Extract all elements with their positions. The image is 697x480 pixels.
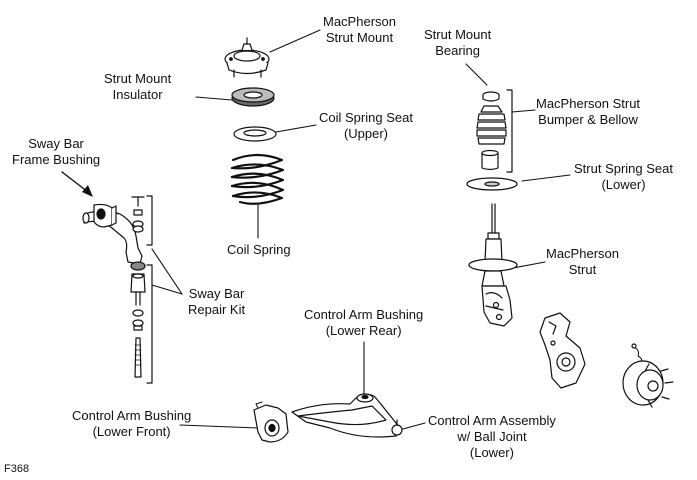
figure-code: F368 xyxy=(4,463,30,475)
label-sway-bar-frame-bushing: Sway Bar Frame Bushing xyxy=(12,136,100,168)
label-arm-assembly-line3: (Lower) xyxy=(469,445,514,460)
coil-spring-part xyxy=(230,153,285,205)
label-bushing-rear-line1: Control Arm Bushing xyxy=(304,307,424,322)
label-macpherson-strut: MacPherson Strut xyxy=(546,246,619,278)
control-arm-bushing-front-part xyxy=(253,401,289,443)
label-bushing-front-line1: Control Arm Bushing xyxy=(72,408,192,423)
label-repair-kit-line1: Sway Bar xyxy=(188,286,245,301)
label-frame-bushing-line2: Frame Bushing xyxy=(12,152,101,167)
label-strut-mount-bearing: Strut Mount Bearing xyxy=(424,27,491,59)
label-bearing-line2: Bearing xyxy=(435,43,480,58)
label-bumper-bellow: MacPherson Strut Bumper & Bellow xyxy=(536,96,640,128)
label-sway-bar-repair-kit: Sway Bar Repair Kit xyxy=(188,286,245,318)
label-seat-upper-line1: Coil Spring Seat xyxy=(319,110,413,125)
strut-spring-seat-lower-part xyxy=(466,177,518,191)
label-strut-spring-seat-lower: Strut Spring Seat (Lower) xyxy=(574,161,673,193)
label-bushing-rear-line2: (Lower Rear) xyxy=(325,323,402,338)
bumper-bellow-part xyxy=(476,105,507,171)
label-strut-mount-line2: Strut Mount xyxy=(325,30,394,45)
frame-bushing-arrow xyxy=(61,171,93,197)
label-coil-spring-line1: Coil Spring xyxy=(227,242,291,257)
leader-lines xyxy=(151,29,571,430)
sway-bar-repair-kit-parts xyxy=(130,196,146,378)
label-seat-upper-line2: (Upper) xyxy=(343,126,389,141)
label-frame-bushing-line1: Sway Bar xyxy=(28,136,84,151)
label-bumper-line1: MacPherson Strut xyxy=(536,96,641,111)
label-strut-mount-insulator: Strut Mount Insulator xyxy=(104,71,171,103)
strut-mount-bearing-part xyxy=(482,91,500,102)
bracket-sway-kit xyxy=(146,195,153,384)
label-strut-line1: MacPherson xyxy=(546,246,619,261)
bracket-strut-bumper xyxy=(506,89,513,173)
label-insulator-line2: Insulator xyxy=(112,87,163,102)
label-bearing-line1: Strut Mount xyxy=(424,27,492,42)
control-arm-part xyxy=(291,393,403,438)
label-strut-line2: Strut xyxy=(568,262,597,277)
label-repair-kit-line2: Repair Kit xyxy=(188,302,246,317)
label-coil-spring: Coil Spring xyxy=(227,242,291,258)
label-arm-assembly-line1: Control Arm Assembly xyxy=(428,413,556,428)
label-bushing-front-line2: (Lower Front) xyxy=(92,424,171,439)
label-coil-spring-seat-upper: Coil Spring Seat (Upper) xyxy=(319,110,413,142)
label-control-arm-assembly: Control Arm Assembly w/ Ball Joint (Lowe… xyxy=(428,413,556,461)
label-arm-assembly-line2: w/ Ball Joint xyxy=(457,429,527,444)
strut-mount-insulator-part xyxy=(231,87,275,107)
hub-assembly-part xyxy=(622,343,674,408)
label-control-arm-bushing-lower-front: Control Arm Bushing (Lower Front) xyxy=(72,408,191,440)
label-insulator-line1: Strut Mount xyxy=(104,71,172,86)
label-seat-lower-line1: Strut Spring Seat xyxy=(574,161,673,176)
label-strut-mount: MacPherson Strut Mount xyxy=(323,14,396,46)
sway-bar-frame-bushing-part xyxy=(93,203,117,228)
label-bumper-line2: Bumper & Bellow xyxy=(538,112,638,127)
steering-knuckle-part xyxy=(539,312,586,389)
label-strut-mount-line1: MacPherson xyxy=(323,14,396,29)
strut-mount-part xyxy=(224,37,270,78)
coil-spring-seat-upper-part xyxy=(233,126,277,142)
macpherson-strut-part xyxy=(468,203,518,327)
label-control-arm-bushing-lower-rear: Control Arm Bushing (Lower Rear) xyxy=(304,307,423,339)
label-seat-lower-line2: (Lower) xyxy=(601,177,646,192)
